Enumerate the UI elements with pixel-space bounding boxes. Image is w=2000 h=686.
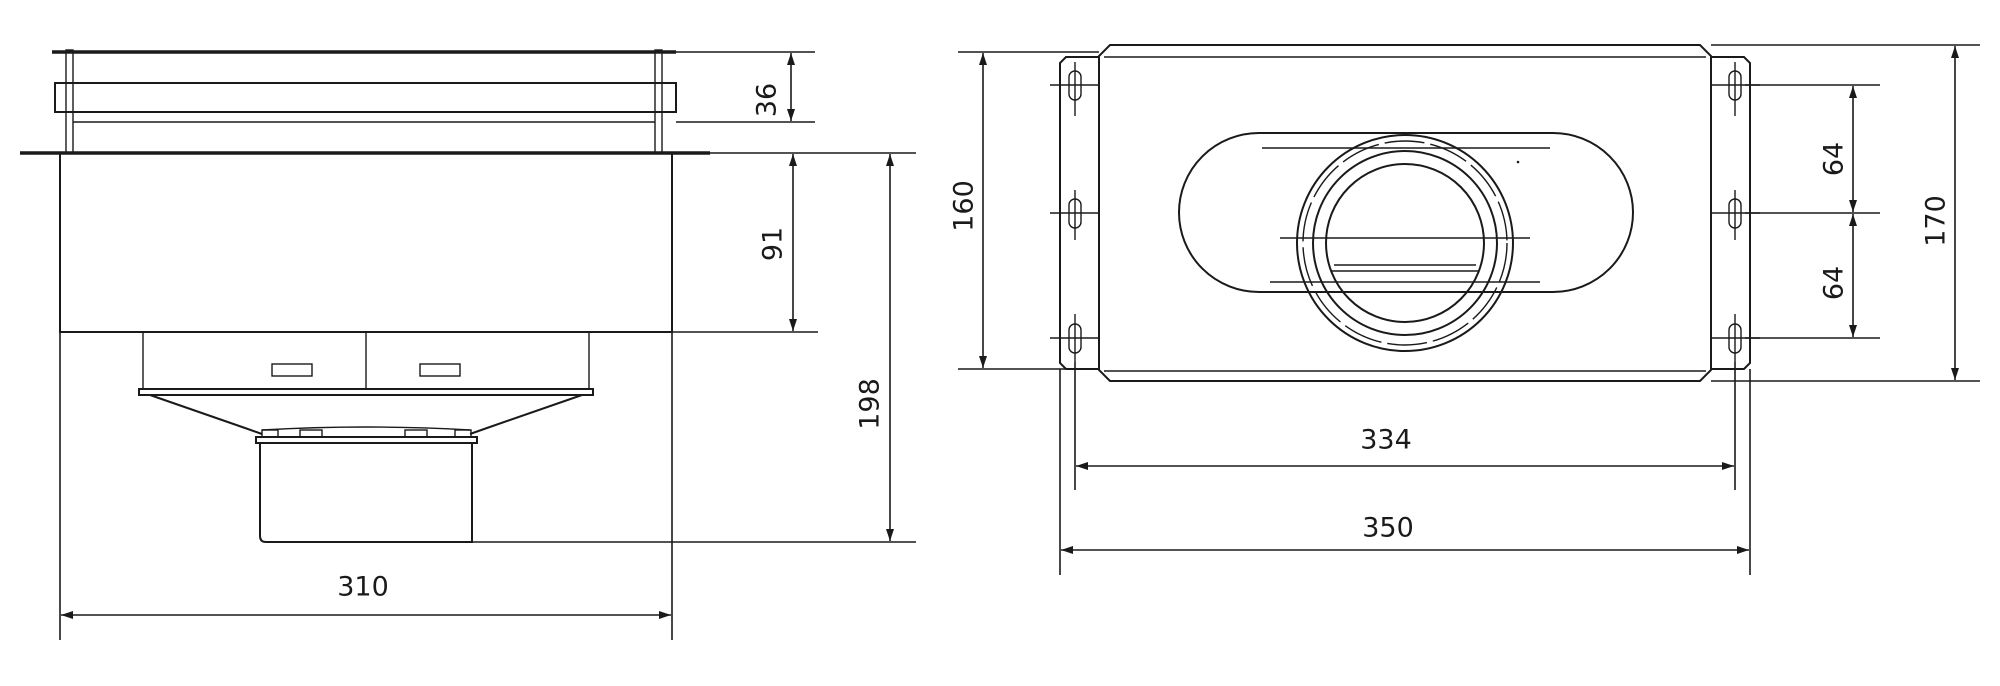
clip xyxy=(404,429,428,438)
dim-198-label: 198 xyxy=(855,378,886,430)
outlet-ring-middle xyxy=(1312,150,1498,336)
dim-36-label: 36 xyxy=(752,83,783,117)
tray-rim xyxy=(138,388,594,396)
dim-334-label: 334 xyxy=(1360,425,1412,456)
outlet-ring-outer xyxy=(1296,134,1514,352)
dim-64-upper-label: 64 xyxy=(1819,142,1850,176)
dim-91-label: 91 xyxy=(758,227,789,261)
outlet-opening xyxy=(1325,163,1485,323)
body-box xyxy=(59,152,673,333)
mounting-slots xyxy=(1050,62,1760,362)
dim-170-label: 170 xyxy=(1921,195,1952,247)
dim-64-lower-label: 64 xyxy=(1819,266,1850,300)
cup-body xyxy=(259,443,473,543)
right-post xyxy=(654,49,663,154)
cone xyxy=(149,394,583,435)
left-latch xyxy=(271,363,313,377)
clip xyxy=(454,429,472,438)
cup-rim xyxy=(255,436,478,444)
dim-350-label: 350 xyxy=(1362,513,1414,544)
right-latch xyxy=(419,363,461,377)
clip xyxy=(261,429,279,438)
top-view: 160 64 64 170 334 350 xyxy=(949,44,1980,575)
side-view: 36 91 198 310 xyxy=(20,49,916,640)
left-post xyxy=(65,49,74,154)
cone-bottom xyxy=(261,426,471,431)
clip xyxy=(299,429,323,438)
main-plate xyxy=(1098,44,1712,382)
dim-310-label: 310 xyxy=(337,572,389,603)
oval-outlet xyxy=(1178,132,1634,293)
dim-160-label: 160 xyxy=(949,180,980,232)
frame-band xyxy=(54,82,677,113)
